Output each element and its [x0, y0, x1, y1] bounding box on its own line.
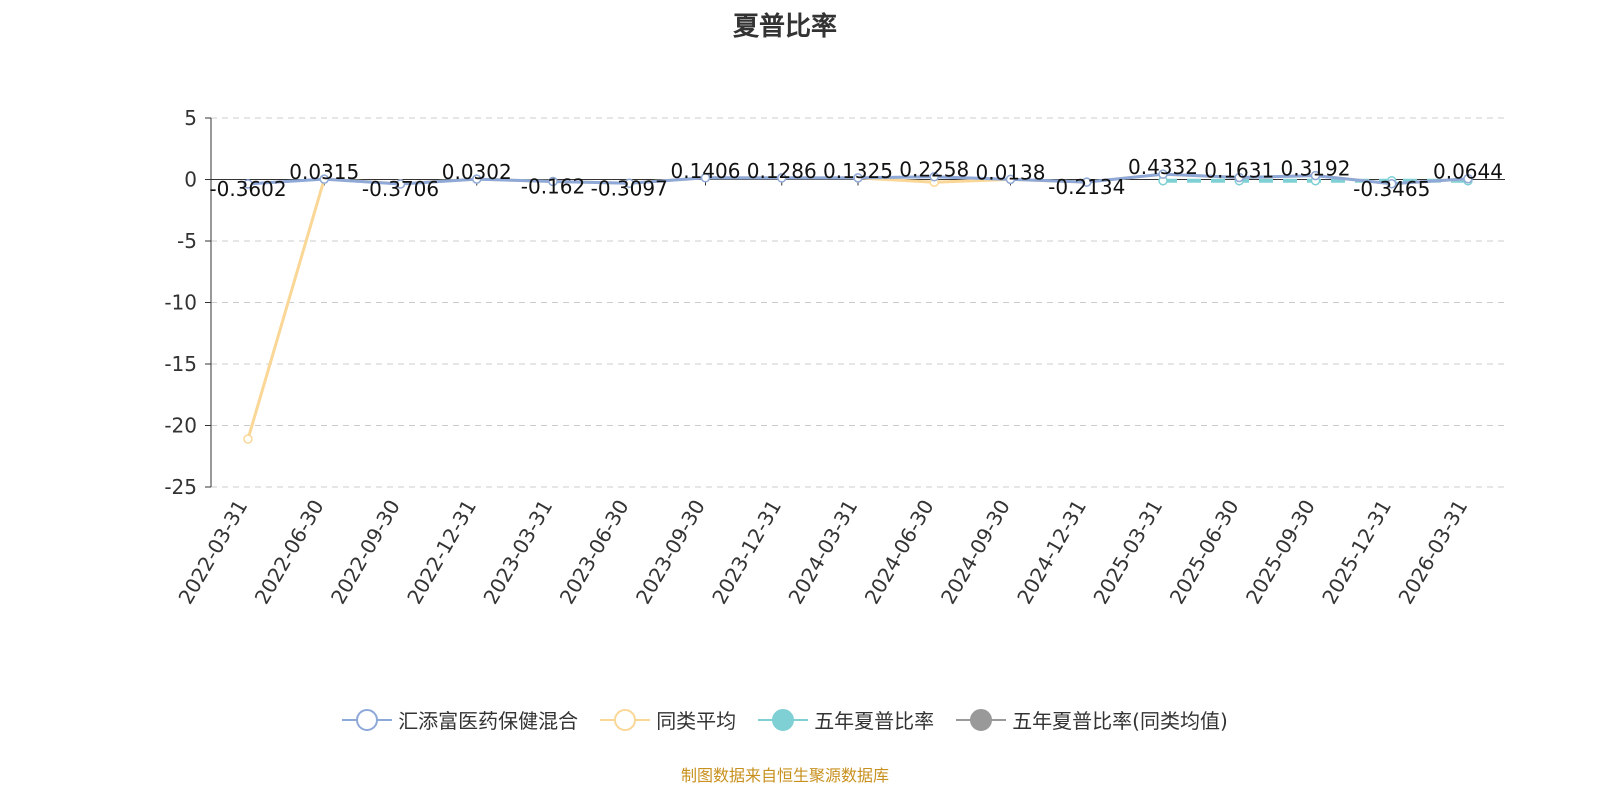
data-point [1005, 174, 1016, 185]
x-tick-label: 2023-12-31 [707, 496, 786, 609]
y-tick-label: 0 [184, 168, 197, 192]
legend-label: 五年夏普比率(同类均值) [1012, 709, 1228, 733]
y-tick-label: -5 [177, 229, 197, 253]
series-line [246, 172, 1469, 440]
data-label: 0.2258 [899, 158, 969, 182]
x-tick-label: 2025-03-31 [1088, 496, 1167, 609]
x-tick-label: 2023-03-31 [478, 496, 557, 609]
data-point [853, 173, 863, 183]
legend-marker-icon [758, 708, 809, 731]
legend-item[interactable]: 同类平均 [600, 705, 736, 734]
data-point [1310, 170, 1321, 181]
x-tick-label: 2022-12-31 [402, 496, 481, 609]
data-point [777, 173, 787, 183]
data-point [624, 178, 634, 189]
data-label: 0.1406 [671, 159, 741, 183]
x-tick-label: 2023-09-30 [631, 496, 710, 609]
data-point [319, 174, 329, 184]
data-label: -0.3706 [362, 177, 439, 201]
data-label: 0.1325 [823, 159, 893, 183]
data-label: 0.3192 [1281, 157, 1351, 181]
x-tick-label: 2024-12-31 [1012, 496, 1091, 609]
x-tick-label: 2025-09-30 [1241, 496, 1320, 609]
x-tick-label: 2025-12-31 [1317, 496, 1396, 609]
x-tick-label: 2022-09-30 [326, 496, 405, 609]
y-tick-label: -10 [164, 291, 197, 315]
legend-marker-icon [342, 708, 393, 731]
data-point [700, 173, 711, 183]
data-label: -0.2134 [1048, 175, 1125, 199]
source-note: 制图数据来自恒生聚源数据库 [680, 766, 889, 785]
legend-item[interactable]: 五年夏普比率(同类均值) [956, 705, 1228, 734]
data-point [929, 171, 939, 182]
data-label: -0.3465 [1353, 177, 1430, 201]
x-tick-label: 2026-03-31 [1393, 496, 1472, 609]
x-tick-label: 2023-06-30 [555, 496, 634, 609]
data-point [1387, 179, 1397, 189]
data-label: -0.3097 [591, 176, 668, 200]
data-point [395, 179, 406, 189]
legend-label: 五年夏普比率 [814, 709, 935, 733]
legend-label: 同类平均 [656, 709, 737, 733]
data-label: -0.3602 [209, 177, 286, 201]
y-tick-label: -15 [164, 352, 197, 376]
line-chart: 50-5-10-15-20-252022-03-312022-06-302022… [164, 106, 1505, 609]
data-point [243, 434, 253, 444]
x-tick-label: 2024-06-30 [860, 496, 939, 609]
data-point [1234, 172, 1244, 183]
x-tick-label: 2022-06-30 [250, 496, 329, 609]
legend-item[interactable]: 五年夏普比率 [758, 705, 934, 734]
legend-item[interactable]: 汇添富医药保健混合 [342, 705, 578, 734]
data-point [243, 179, 253, 189]
data-label: 0.0138 [976, 160, 1046, 184]
chart-title: 夏普比率 [732, 12, 837, 42]
y-tick-label: -20 [164, 414, 197, 438]
data-label: 0.4332 [1128, 155, 1198, 179]
data-label: 0.0644 [1433, 160, 1503, 184]
data-point [1082, 177, 1092, 187]
x-tick-label: 2022-03-31 [173, 496, 252, 609]
data-label: -0.162 [521, 174, 585, 198]
data-label: 0.1631 [1204, 158, 1274, 182]
data-label: 0.0315 [289, 160, 359, 184]
y-tick-label: 5 [184, 106, 197, 130]
data-point [1158, 169, 1168, 179]
x-tick-label: 2024-09-30 [936, 496, 1015, 609]
data-point [548, 176, 558, 187]
legend-marker-icon [600, 708, 651, 731]
legend: 汇添富医药保健混合 同类平均 五年夏普比率 五年夏普比率(同类均值) [0, 705, 1570, 734]
data-point [1463, 173, 1473, 184]
data-label: 0.1286 [747, 159, 817, 183]
data-label: 0.0302 [442, 160, 512, 184]
legend-label: 汇添富医药保健混合 [398, 709, 579, 733]
y-tick-label: -25 [164, 475, 197, 499]
data-point [472, 174, 482, 184]
x-tick-label: 2024-03-31 [783, 496, 862, 609]
x-tick-label: 2025-06-30 [1165, 496, 1244, 609]
legend-marker-icon [956, 708, 1007, 731]
